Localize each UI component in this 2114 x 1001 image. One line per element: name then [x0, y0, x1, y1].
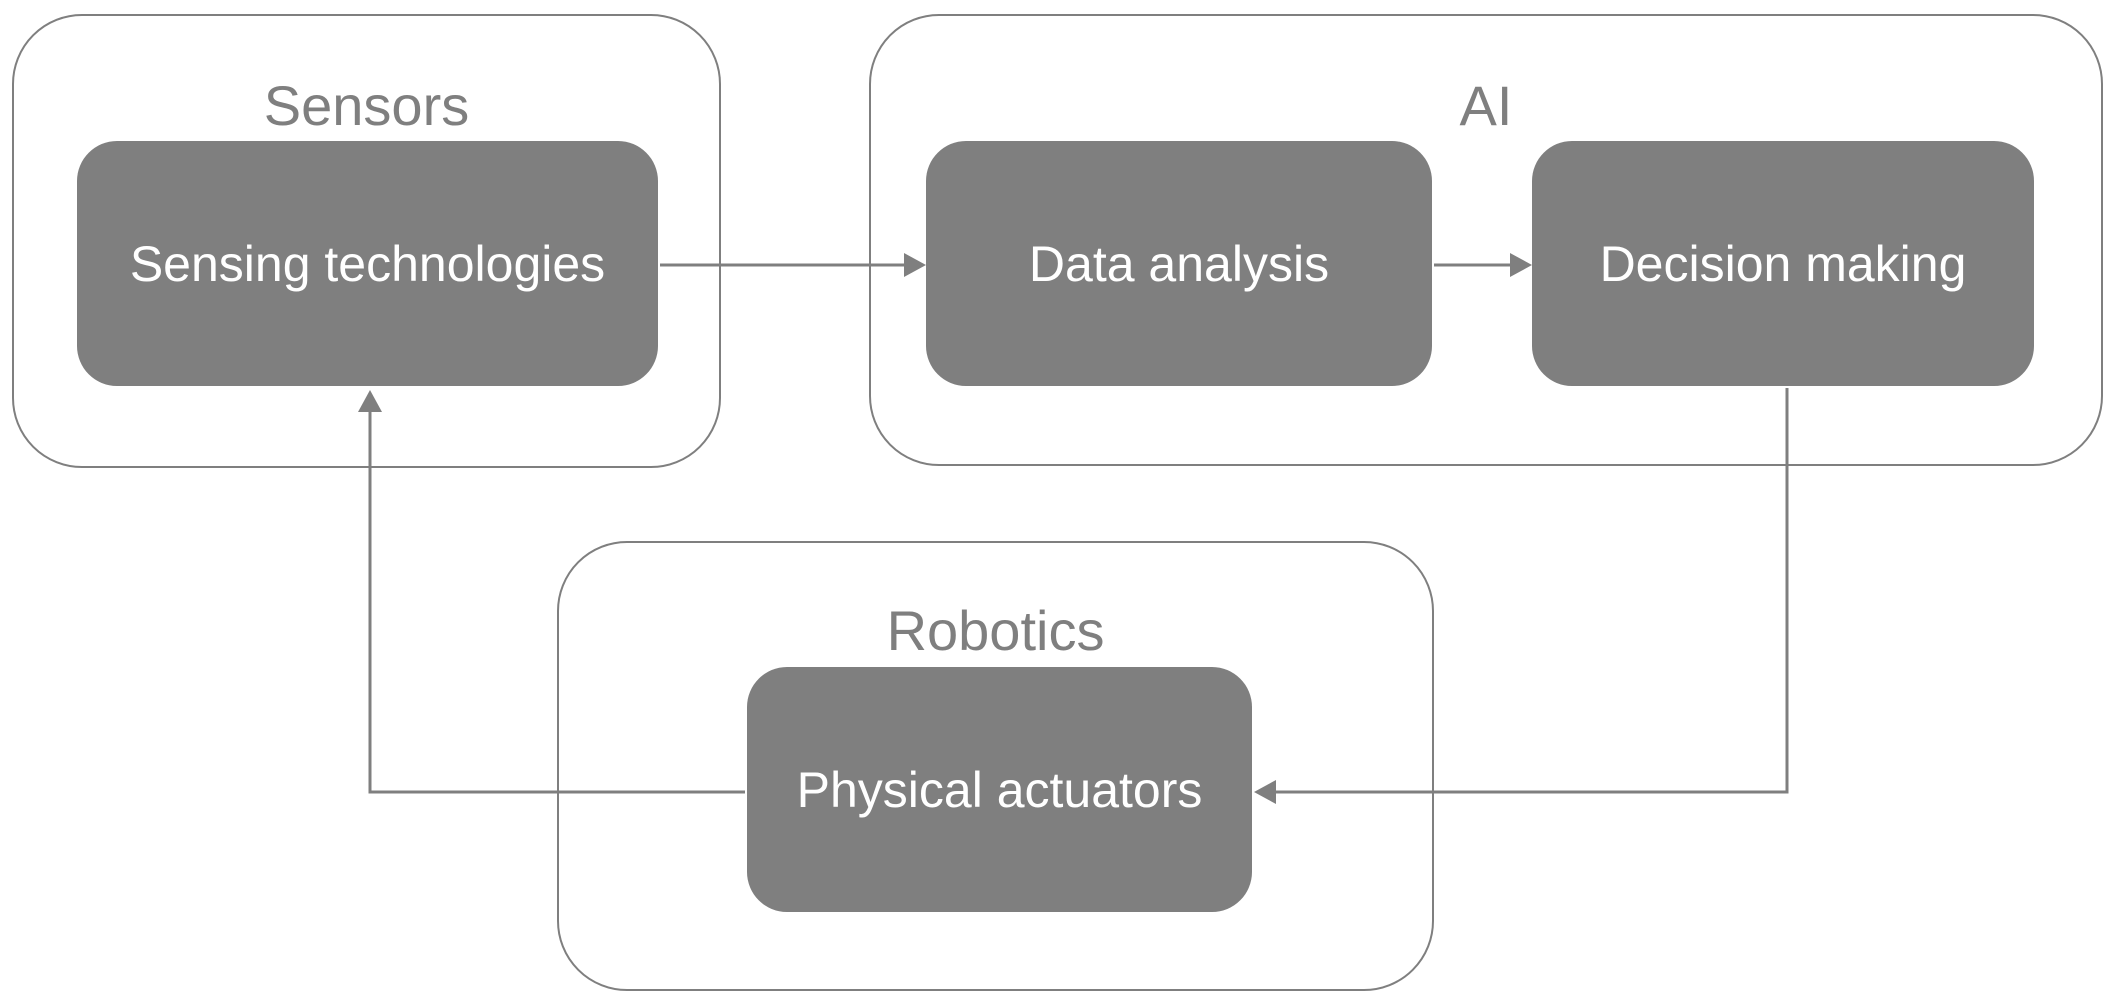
node-decision-making: Decision making	[1532, 141, 2034, 386]
node-physical-actuators: Physical actuators	[747, 667, 1252, 912]
group-ai-title: AI	[1459, 74, 1513, 137]
group-robotics-title: Robotics	[886, 599, 1105, 662]
node-data-analysis: Data analysis	[926, 141, 1432, 386]
node-sensing-technologies: Sensing technologies	[77, 141, 658, 386]
group-sensors-title: Sensors	[263, 74, 470, 137]
